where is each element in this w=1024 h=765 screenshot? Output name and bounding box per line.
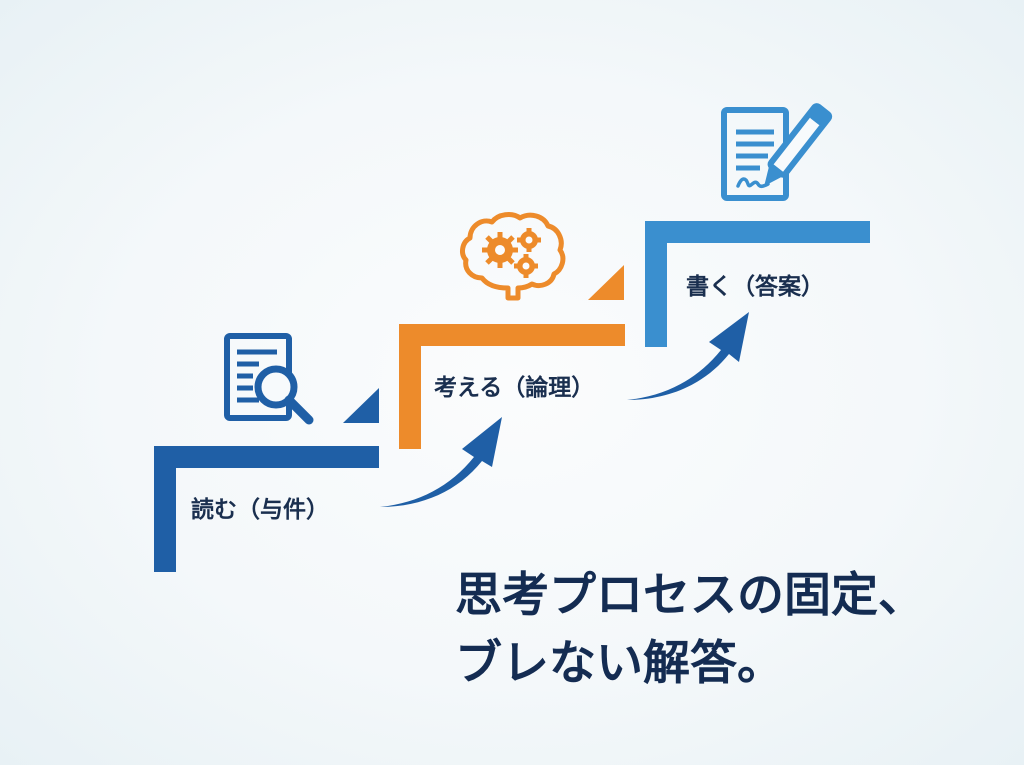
- arrow-read-to-think: [380, 417, 502, 507]
- arrow-think-to-write: [627, 312, 749, 400]
- step-write-label: 書く（答案）: [686, 274, 824, 300]
- document-pen-icon: [721, 103, 833, 201]
- step-write-left-bar: [645, 221, 667, 347]
- step-read-triangle: [343, 388, 379, 423]
- step-think-label: 考える（論理）: [434, 375, 595, 401]
- step-write-top-bar: [645, 221, 870, 243]
- step-read-label: 読む（与件）: [191, 497, 329, 523]
- document-search-icon: [224, 333, 314, 425]
- brain-gears-icon: [460, 212, 566, 301]
- step-think-left-bar: [399, 324, 421, 449]
- step-think-top-bar: [399, 324, 625, 346]
- headline: 思考プロセスの固定、 ブレない解答。: [455, 562, 925, 698]
- headline-line-2: ブレない解答。: [455, 636, 784, 691]
- step-read-left-bar: [154, 446, 176, 572]
- headline-line-1: 思考プロセスの固定、: [455, 568, 925, 623]
- step-think-triangle: [588, 265, 624, 300]
- step-read-top-bar: [154, 446, 379, 468]
